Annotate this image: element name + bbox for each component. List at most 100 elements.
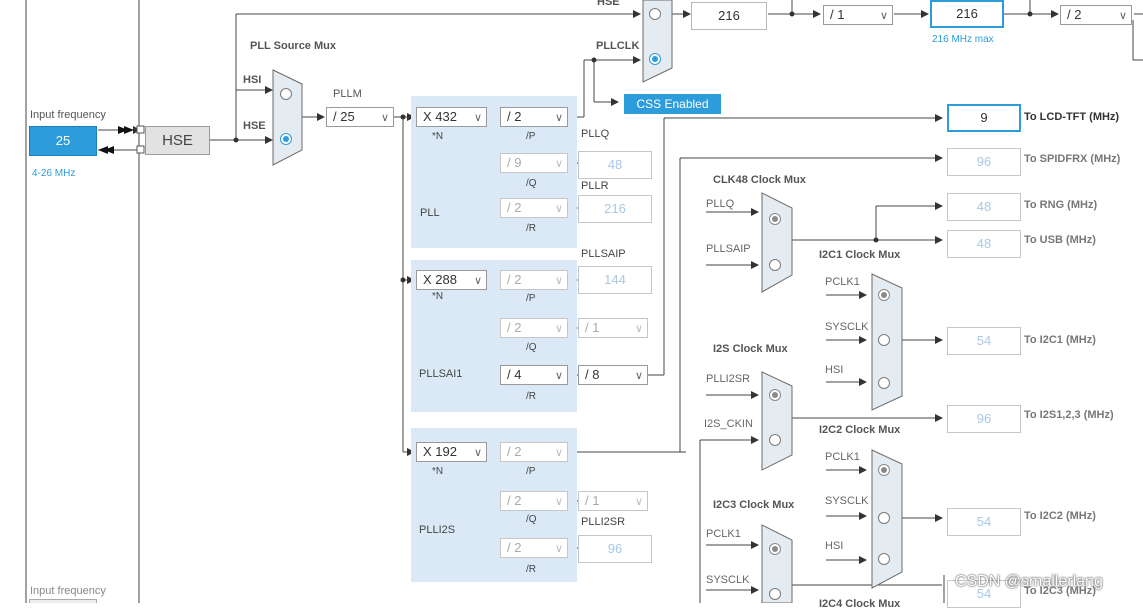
pll-q-select[interactable]: / 9∨ [500,153,568,173]
i2s-mux-shape [761,371,793,471]
hclk-max-label: 216 MHz max [932,34,994,45]
clk48-pllq-radio[interactable] [769,213,781,225]
i2s-in-plli2sr: PLLI2SR [706,373,751,385]
pll-r-select[interactable]: / 2∨ [500,198,568,218]
plli2s-r-select[interactable]: / 2∨ [500,538,568,558]
clk48-in-pllq: PLLQ [706,198,735,210]
i2c1-value: 54 [976,333,992,348]
pll-p-sub: /P [526,131,536,142]
i2c2-hsi-radio[interactable] [878,553,890,565]
spdifrx-field: 96 [947,148,1021,176]
chevron-down-icon: ∨ [473,275,482,287]
rng-label: To RNG (MHz) [1024,199,1098,211]
sysclk-value: 216 [718,8,740,23]
pllsai1-p-select[interactable]: / 2∨ [500,270,568,290]
input-frequency-field[interactable]: 25 [29,126,97,156]
i2c2-value: 54 [976,514,992,529]
i2s-ckin-radio[interactable] [769,434,781,446]
css-enabled-button[interactable]: CSS Enabled [624,94,721,114]
i2c1-in-pclk1: PCLK1 [825,276,860,288]
ahb-prescaler-select[interactable]: / 1∨ [823,5,893,25]
rng-field: 48 [947,193,1021,221]
pllr-value: 216 [604,201,626,216]
i2c1-hsi-radio[interactable] [878,377,890,389]
pllsai1-q-div-select[interactable]: / 1 ∨ [578,318,648,338]
pllm-select[interactable]: / 25∨ [326,107,394,127]
chevron-down-icon: ∨ [554,158,563,170]
plli2s-q-sub: /Q [526,514,537,525]
chevron-down-icon: ∨ [554,543,563,555]
system-mux-pllclk-radio[interactable] [649,53,661,65]
i2c1-in-hsi: HSI [825,364,844,376]
lcd-tft-value: 9 [980,110,988,125]
pllsai1-q-select[interactable]: / 2∨ [500,318,568,338]
i2c1-sysclk-radio[interactable] [878,334,890,346]
chevron-down-icon: ∨ [634,323,643,335]
i2s-mux-title: I2S Clock Mux [713,343,788,355]
clk48-pllsaip-radio[interactable] [769,259,781,271]
i2c3-in-sysclk: SYSCLK [706,574,750,586]
i2c3-pclk1-radio[interactable] [769,543,781,555]
i2c2-pclk1-radio[interactable] [878,464,890,476]
plli2s-p-sub: /P [526,466,536,477]
pll-source-mux-title: PLL Source Mux [250,40,336,52]
pllsai1-name: PLLSAI1 [419,368,463,380]
input-frequency-field-bottom[interactable] [29,599,97,603]
plli2s-q-select[interactable]: / 2∨ [500,491,568,511]
pll-source-mux-shape [272,69,303,166]
pllq-label: PLLQ [581,128,610,140]
i2c2-in-hsi: HSI [825,540,844,552]
i2c2-in-sysclk: SYSCLK [825,495,869,507]
hclk-field[interactable]: 216 [930,0,1004,28]
system-mux-hse-label: HSE [597,0,620,8]
pll-n-sub: *N [432,131,444,142]
i2c3-in-pclk1: PCLK1 [706,528,741,540]
pll-source-hse-radio[interactable] [280,133,292,145]
plli2s-q-div-value: / 1 [585,493,600,508]
chevron-down-icon: ∨ [380,112,389,124]
pllsaip-field: 144 [578,266,652,294]
usb-label: To USB (MHz) [1024,234,1096,246]
plli2s-p-select[interactable]: / 2∨ [500,442,568,462]
plli2s-n-value: X 192 [423,444,457,459]
i2c2-sysclk-radio[interactable] [878,512,890,524]
pll-name: PLL [420,207,440,219]
pllr-field: 216 [578,195,652,223]
input-frequency-range: 4-26 MHz [32,168,76,179]
sysclk-field[interactable]: 216 [691,2,767,30]
pll-q-sub: /Q [526,178,537,189]
pllsai1-p-sub: /P [526,293,536,304]
chevron-down-icon: ∨ [554,323,563,335]
chevron-down-icon: ∨ [554,370,563,382]
pll-source-hsi-radio[interactable] [280,88,292,100]
spdifrx-label: To SPIDFRX (MHz) [1024,153,1121,165]
pll-n-select[interactable]: X 432∨ [416,107,487,127]
pllsai1-n-sub: *N [432,291,444,302]
plli2s-q-value: / 2 [507,493,522,508]
chevron-down-icon: ∨ [879,10,888,22]
pll-source-hse-label: HSE [243,120,266,132]
pllsai1-n-select[interactable]: X 288∨ [416,270,487,290]
i2c4-mux-title-partial: I2C4 Clock Mux [819,598,901,610]
i2c3-sysclk-radio[interactable] [769,588,781,600]
lcd-tft-label: To LCD-TFT (MHz) [1024,111,1120,123]
pll-r-value: / 2 [507,200,522,215]
pllsai1-q-div-value: / 1 [585,320,600,335]
i2c1-pclk1-radio[interactable] [878,289,890,301]
pllsai1-r-div-select[interactable]: / 8∨ [578,365,648,385]
hclk-value: 216 [956,6,978,21]
i2c3-value: 54 [976,586,992,601]
plli2s-n-select[interactable]: X 192∨ [416,442,487,462]
plli2s-q-div-select[interactable]: / 1∨ [578,491,648,511]
plli2s-name: PLLI2S [419,524,456,536]
pllsai1-r-select[interactable]: / 4 ∨ [500,365,568,385]
system-mux-hse-radio[interactable] [649,8,661,20]
pll-p-select[interactable]: / 2∨ [500,107,568,127]
clk48-mux-shape [761,192,793,293]
i2c2-label: To I2C2 (MHz) [1024,510,1096,522]
pllsai1-r-value: / 4 [507,367,522,382]
pll-r-sub: /R [526,223,536,234]
spdifrx-value: 96 [976,154,992,169]
apb-prescaler-select[interactable]: / 2∨ [1060,5,1132,25]
i2s-plli2sr-radio[interactable] [769,389,781,401]
